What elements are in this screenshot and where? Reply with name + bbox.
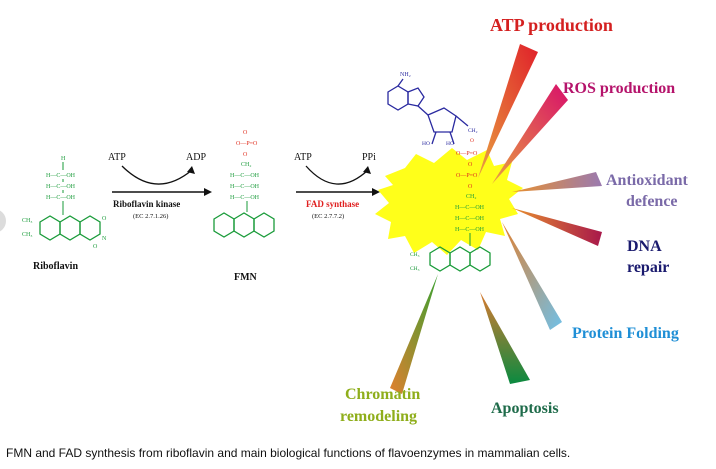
svg-text:O—P=O: O—P=O [456,151,478,157]
svg-text:H—C—OH: H—C—OH [230,184,260,190]
function-protein-folding: Protein Folding [572,325,679,342]
svg-text:N: N [102,236,107,242]
svg-text:CH₃: CH₃ [410,252,420,258]
step1-ec: (EC 2.7.1.26) [133,213,168,220]
svg-text:H—C—OH: H—C—OH [455,227,485,233]
function-chromatin-remodeling: Chromatin remodeling [340,386,424,425]
function-ros-production: ROS production [563,80,675,97]
riboflavin-label: Riboflavin [33,261,78,272]
svg-text:O: O [102,216,107,222]
svg-text:O: O [243,130,248,136]
ray-protein [502,222,562,330]
fad-starburst [375,148,523,255]
svg-text:O—P=O: O—P=O [236,141,258,147]
riboflavin-structure: H H—C—OH H—C—OH H—C—OH CH₃ CH₃ O N O [22,156,107,250]
riboflavin-ribityl-row: H—C—OH [46,184,76,190]
svg-text:CH₂: CH₂ [241,162,251,168]
step2-ec: (EC 2.7.7.2) [312,213,344,220]
function-antioxidant-defence: Antioxidant defence [606,172,692,210]
figure-caption: FMN and FAD synthesis from riboflavin an… [6,446,571,460]
svg-text:O—P=O: O—P=O [456,173,478,179]
step2-ppi-label: PPi [362,152,376,163]
step2-enzyme: FAD synthase [306,199,359,209]
svg-text:O: O [468,184,473,190]
step1-curved-arrow [121,165,193,185]
ray-chromatin [390,274,438,394]
ray-antioxidant [512,172,602,192]
svg-text:CH₃: CH₃ [22,232,32,238]
ray-ros [492,84,568,184]
step1-atp-label: ATP [108,152,126,163]
left-edge-button [0,210,6,232]
svg-text:HO: HO [446,141,454,147]
fmn-structure: O O—P=O O CH₂ H—C—OH H—C—OH H—C—OH [213,130,275,238]
ray-dna [512,208,602,246]
svg-text:O: O [243,152,248,158]
step2-curved-arrow [305,165,369,185]
fmn-label: FMN [234,272,258,283]
step1-enzyme: Riboflavin kinase [113,199,180,209]
svg-text:H—C—OH: H—C—OH [230,195,260,201]
adenine-nh2: NH₂ [400,72,411,78]
svg-text:HO: HO [422,141,430,147]
function-dna-repair: DNA repair [627,238,669,276]
riboflavin-ribityl-row: H—C—OH [46,195,76,201]
svg-text:H—C—OH: H—C—OH [230,173,260,179]
step2-atp-label: ATP [294,152,312,163]
svg-text:O: O [468,162,473,168]
ray-apoptosis [480,292,530,384]
riboflavin-top: H [61,156,66,162]
function-apoptosis: Apoptosis [491,400,559,417]
svg-text:O: O [470,138,474,144]
svg-text:H—C—OH: H—C—OH [455,216,485,222]
svg-text:CH₃: CH₃ [410,266,420,272]
fad-structure: NH₂ HO HO CH₂ O O—P=O O O—P=O O CH₂ H—C—… [387,72,491,272]
function-atp-production: ATP production [490,15,613,35]
svg-text:H—C—OH: H—C—OH [455,205,485,211]
svg-text:O: O [93,244,98,250]
ray-atp [478,44,538,178]
svg-text:CH₂: CH₂ [466,194,476,200]
svg-text:CH₃: CH₃ [22,218,32,224]
riboflavin-ribityl-row: H—C—OH [46,173,76,179]
step1-adp-label: ADP [186,152,206,163]
svg-text:CH₂: CH₂ [468,128,478,134]
